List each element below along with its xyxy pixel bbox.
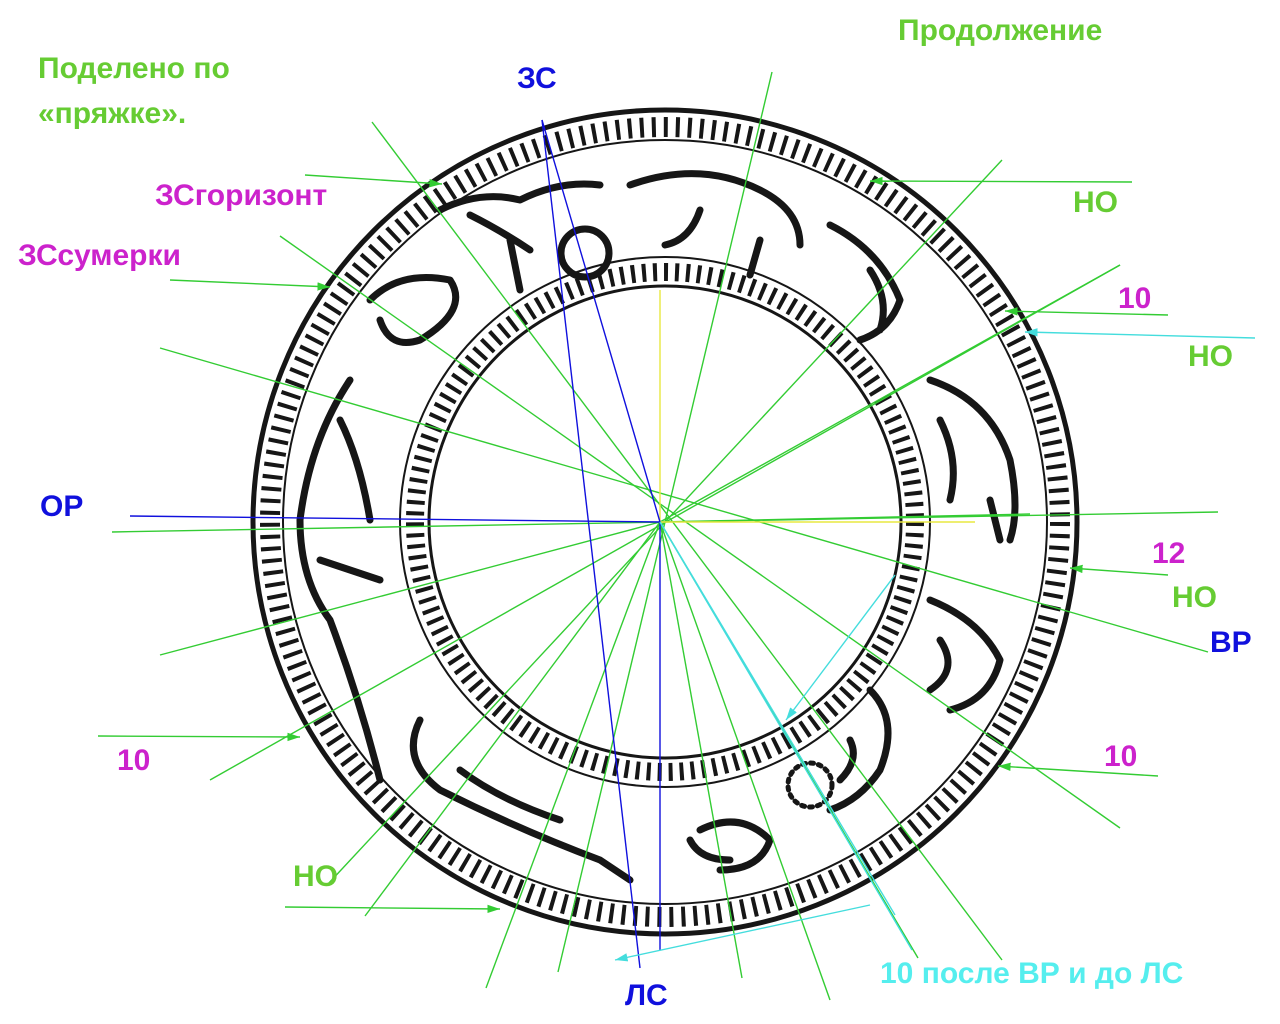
dotted-disc-figure	[785, 760, 835, 810]
label-no-bottom-left: НО	[293, 860, 338, 893]
pointer-arrows	[97, 174, 1169, 914]
division-line	[159, 347, 1209, 653]
animal-figure-top	[626, 170, 804, 279]
division-line	[159, 521, 661, 656]
animal-figure-top-right	[826, 221, 904, 344]
cyan-ray-2	[659, 521, 896, 916]
division-line	[485, 521, 661, 989]
arrow-twelve-right	[1069, 564, 1169, 576]
outer-band-edge	[282, 139, 1048, 905]
label-zs-twilight: ЗСсумерки	[18, 239, 181, 272]
label-or: ОР	[40, 490, 83, 523]
label-ten-right-2: 10	[1104, 740, 1137, 773]
cyan-arrow-no-right	[1024, 328, 1256, 339]
label-twelve-right: 12	[1152, 537, 1185, 570]
outer-ring-edge	[250, 107, 1080, 937]
cyan-arrow-bottom	[614, 904, 871, 962]
animal-figure-bottom	[686, 818, 774, 874]
continuation-label: Продолжение	[898, 14, 1102, 47]
division-lines	[111, 71, 1219, 1001]
label-zs: ЗС	[517, 62, 557, 95]
label-ten-left: 10	[117, 744, 150, 777]
label-ls: ЛС	[625, 979, 668, 1012]
arrow-zs-horizon	[304, 174, 443, 188]
arrow-no-top-right	[869, 176, 1133, 186]
division-line	[364, 521, 661, 917]
or-axis	[129, 515, 661, 523]
label-ten-right-1: 10	[1118, 282, 1151, 315]
animal-figure-bottom-right	[826, 686, 892, 814]
animal-figure-top-left	[436, 180, 604, 294]
arrow-ten-right-2	[997, 762, 1159, 777]
animal-figures	[296, 170, 1019, 884]
zs-ls-axis	[541, 119, 641, 969]
label-vr: ВР	[1210, 626, 1252, 659]
label-zs-horizon: ЗСгоризонт	[155, 179, 327, 212]
animal-figure-lower-right	[926, 596, 1004, 714]
arrow-ten-left	[97, 732, 301, 742]
animal-figure-upper-left	[366, 274, 460, 346]
label-after-vr: 10 после ВР и до ЛС	[880, 957, 1183, 990]
division-line	[659, 521, 743, 979]
blue-axes	[129, 119, 661, 969]
arrow-ten-right-1	[1004, 307, 1169, 316]
division-line	[371, 121, 1003, 961]
division-line	[659, 513, 1031, 523]
arrow-zs-twilight	[169, 279, 331, 291]
outer-bead-band	[260, 117, 1070, 927]
label-no-right-1: НО	[1188, 340, 1233, 373]
division-line	[659, 264, 1121, 523]
sun-disc-figure	[557, 225, 613, 281]
zs-axis-upper	[541, 119, 661, 523]
label-no-right-2: НО	[1172, 581, 1217, 614]
label-no-top-right: НО	[1073, 186, 1118, 219]
animal-figure-left	[296, 376, 384, 784]
cyan-arrow-in	[785, 574, 896, 721]
division-line	[279, 235, 1121, 829]
animal-figure-bottom-left	[409, 716, 634, 884]
yellow-axes	[659, 290, 975, 523]
title-line-2: «пряжке».	[38, 97, 186, 130]
animal-figure-right	[926, 376, 1019, 544]
arrow-no-bottom-left	[284, 904, 501, 914]
cyan-lines	[614, 328, 1256, 962]
title-line-1: Поделено по	[38, 52, 230, 85]
